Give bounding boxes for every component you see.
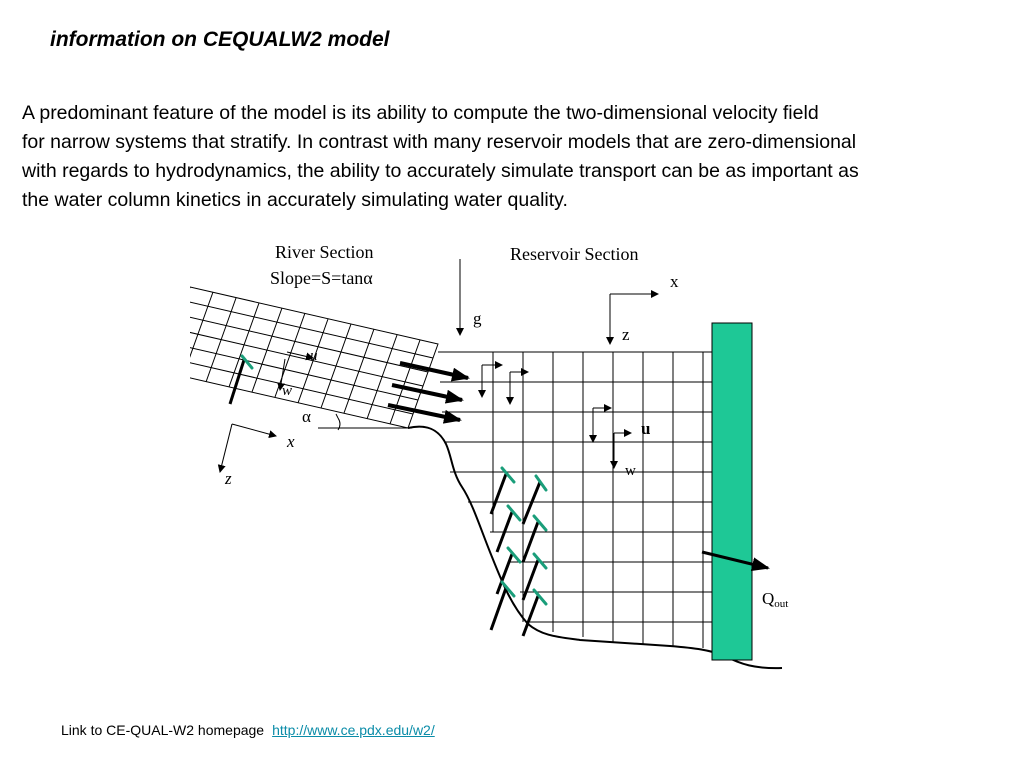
outflow-arrow: [701, 550, 770, 572]
description-line: the water column kinetics in accurately …: [22, 189, 568, 211]
slope-label: Slope=S=tanα: [270, 268, 373, 288]
river-section-label: River Section: [275, 242, 373, 262]
reservoir-w-label: w: [625, 463, 636, 479]
river-u-label: u: [310, 348, 318, 364]
footer-link-row: Link to CE-QUAL-W2 homepage http://www.ce…: [61, 722, 435, 738]
footer-text: Link to CE-QUAL-W2 homepage: [61, 722, 265, 738]
reservoir-grid: [438, 351, 712, 648]
reservoir-axes: [606, 290, 659, 345]
inflow-arrows: [387, 361, 470, 424]
reservoir-x-label: x: [670, 272, 679, 291]
river-section-grid: [190, 286, 439, 429]
alpha-label: α: [302, 407, 311, 426]
dam-wall: [711, 322, 753, 661]
reservoir-z-label: z: [622, 325, 630, 344]
reservoir-u-label: u: [641, 419, 650, 438]
model-diagram: River Section Slope=S=tanα Reservoir Sec…: [190, 242, 788, 670]
homepage-link[interactable]: http://www.ce.pdx.edu/w2/: [272, 722, 435, 738]
description-line: A predominant feature of the model is it…: [22, 102, 819, 124]
river-w-label: w: [282, 383, 292, 399]
river-axes: [217, 423, 277, 473]
page-title: information on CEQUALW2 model: [50, 28, 390, 51]
slope-angle-marker: [318, 413, 412, 431]
gravity-label: g: [473, 309, 482, 328]
description-paragraph: A predominant feature of the model is it…: [22, 99, 1012, 215]
river-x-label: x: [286, 432, 295, 451]
description-line: with regards to hydrodynamics, the abili…: [22, 160, 859, 182]
reservoir-section-label: Reservoir Section: [510, 244, 638, 264]
river-z-label: z: [224, 469, 232, 488]
description-line: for narrow systems that stratify. In con…: [22, 131, 857, 153]
plant-leaves: [240, 354, 548, 606]
q-out-label: Qout: [762, 589, 788, 610]
aquatic-plants: [228, 359, 542, 637]
velocity-arrows: [277, 351, 632, 469]
